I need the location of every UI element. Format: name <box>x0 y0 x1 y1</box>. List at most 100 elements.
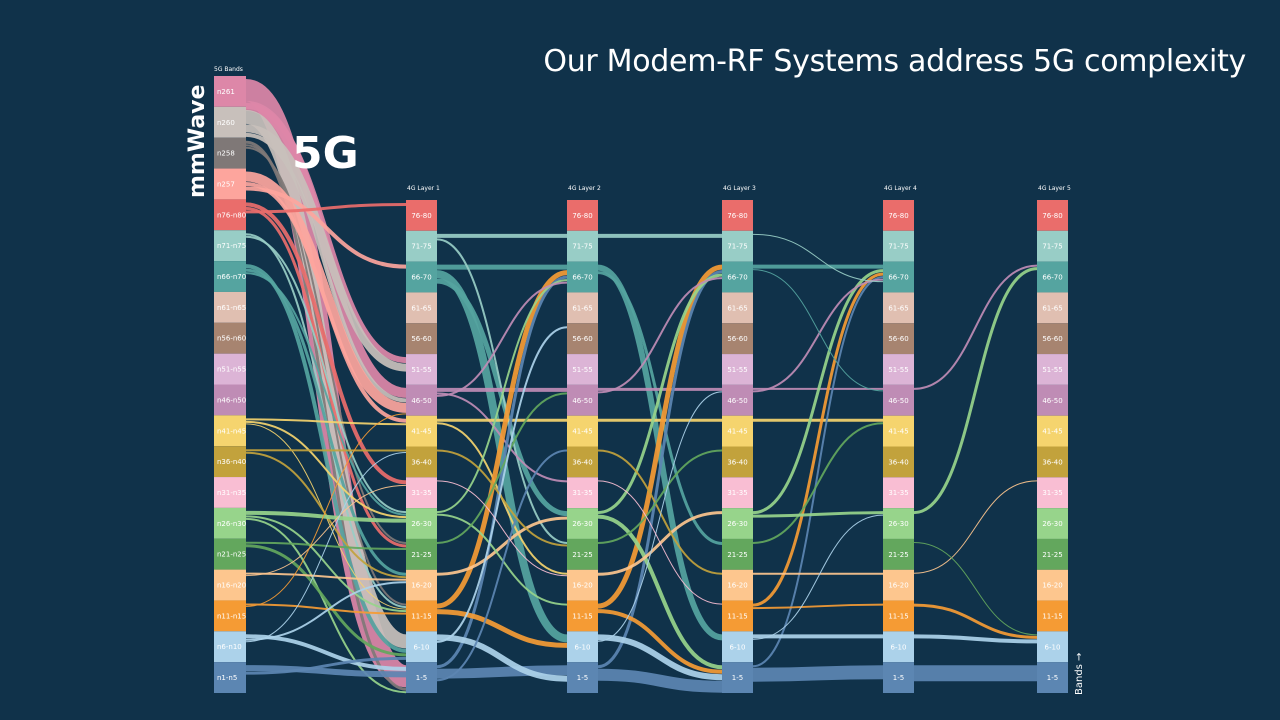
layer2-band-71-75 <box>567 230 598 262</box>
flow-layer4-to-layer5 <box>913 264 1038 390</box>
layer3-band-76-80 <box>722 200 753 231</box>
layer2-band-36-40 <box>567 446 598 478</box>
layer2-band-46-50 <box>567 384 598 416</box>
layer-band-label: 31-35 <box>1042 489 1062 497</box>
layer-band-label: 26-30 <box>572 520 592 528</box>
layer-band-label: 26-30 <box>727 520 747 528</box>
source-column-header: 5G Bands <box>214 66 243 73</box>
layer-header-5: 4G Layer 5 <box>1038 185 1071 192</box>
layer-band-label: 56-60 <box>727 335 747 343</box>
layer-band-label: 16-20 <box>727 582 747 590</box>
flow-5g-to-layer1 <box>245 572 407 581</box>
flow-5g-to-layer1 <box>245 544 407 657</box>
layer-band-label: 11-15 <box>411 612 431 620</box>
source-band-n21-n25 <box>214 538 246 570</box>
bands-axis-hint: Bands → <box>1074 653 1085 695</box>
source-band-n46-n50 <box>214 384 246 416</box>
flow-layer2-to-layer3 <box>597 264 723 641</box>
flow-5g-to-layer1 <box>245 235 407 514</box>
layer-band-label: 46-50 <box>1042 397 1062 405</box>
source-band-label: n11-n15 <box>217 612 246 620</box>
flow-5g-to-layer1 <box>245 202 407 485</box>
flow-5g-to-layer1 <box>245 182 407 423</box>
flow-layer1-to-layer2 <box>436 279 568 514</box>
flow-layer3-to-layer4 <box>752 278 884 393</box>
flow-layer2-to-layer3 <box>597 634 723 681</box>
source-band-label: n261 <box>217 88 235 96</box>
flow-layer2-to-layer3 <box>597 270 723 669</box>
layer1-band-36-40 <box>406 446 437 478</box>
layer-band-label: 66-70 <box>572 274 592 282</box>
layer2-band-21-25 <box>567 538 598 570</box>
layer3-band-71-75 <box>722 230 753 262</box>
layer4-band-31-35 <box>883 477 914 509</box>
layer-band-label: 76-80 <box>572 212 592 220</box>
source-band-label: n51-n55 <box>217 366 246 374</box>
source-band-label: n41-n45 <box>217 427 246 435</box>
flow-5g-to-layer1 <box>245 515 407 613</box>
layer-band-label: 66-70 <box>1042 274 1062 282</box>
layer4-band-11-15 <box>883 600 914 632</box>
layer1-band-26-30 <box>406 508 437 539</box>
source-band-label: n1-n5 <box>217 674 237 682</box>
layer-band-label: 61-65 <box>411 304 431 312</box>
flow-layer4-to-layer5 <box>913 603 1038 639</box>
layer-band-label: 11-15 <box>727 612 747 620</box>
layer-band-label: 71-75 <box>411 243 431 251</box>
source-band-label: n76-n80 <box>217 211 246 219</box>
source-band-label: n26-n30 <box>217 520 246 528</box>
layer-band-label: 21-25 <box>411 551 431 559</box>
layer5-band-76-80 <box>1037 200 1068 231</box>
source-band-n6-n10 <box>214 631 246 663</box>
layer-band-label: 51-55 <box>727 366 747 374</box>
layer-band-label: 6-10 <box>414 643 430 651</box>
layer-band-label: 1-5 <box>416 674 427 682</box>
source-band-n31-n35 <box>214 477 246 508</box>
source-band-n261 <box>214 76 246 107</box>
layer5-band-26-30 <box>1037 508 1068 539</box>
layer2-band-16-20 <box>567 569 598 601</box>
source-band-label: n21-n25 <box>217 551 246 559</box>
flow-layer3-to-layer4 <box>752 272 884 607</box>
flow-5g-to-layer1 <box>245 203 407 214</box>
layer-band-label: 61-65 <box>1042 304 1062 312</box>
layer4-band-71-75 <box>883 230 914 262</box>
layer-band-label: 51-55 <box>888 366 908 374</box>
flow-layer3-to-layer4 <box>752 233 884 283</box>
layer3-band-31-35 <box>722 477 753 509</box>
layer-band-label: 41-45 <box>888 428 908 436</box>
flow-layer2-to-layer3 <box>597 273 723 515</box>
layer2-band-66-70 <box>567 261 598 293</box>
layer2-band-51-55 <box>567 354 598 385</box>
layer-band-label: 1-5 <box>893 674 904 682</box>
layer5-band-46-50 <box>1037 384 1068 416</box>
layer-band-label: 56-60 <box>411 335 431 343</box>
source-band-n56-n60 <box>214 322 246 354</box>
layer-band-label: 31-35 <box>888 489 908 497</box>
layer1-band-1-5 <box>406 662 437 693</box>
layer-band-label: 21-25 <box>572 551 592 559</box>
band-columns: n261n260n258n257n76-n80n71-n75n66-n70n61… <box>214 76 1068 693</box>
layer5-band-61-65 <box>1037 292 1068 324</box>
layer4-band-36-40 <box>883 446 914 478</box>
flow-layer2-to-layer3 <box>597 449 723 544</box>
layer-band-label: 16-20 <box>411 582 431 590</box>
layer4-band-1-5 <box>883 662 914 693</box>
layer-band-label: 61-65 <box>888 304 908 312</box>
flow-5g-to-layer1 <box>245 186 407 269</box>
layer-band-label: 76-80 <box>411 212 431 220</box>
layer5-band-66-70 <box>1037 261 1068 293</box>
flow-layer2-to-layer3 <box>597 514 723 670</box>
layer-band-label: 6-10 <box>730 643 746 651</box>
flow-layer4-to-layer5 <box>913 267 1038 515</box>
source-band-n260 <box>214 106 246 138</box>
layer-band-label: 71-75 <box>1042 243 1062 251</box>
layer2-band-6-10 <box>567 631 598 663</box>
flow-layer3-to-layer4 <box>752 422 884 544</box>
layer-band-label: 16-20 <box>888 582 908 590</box>
flow-5g-to-layer1 <box>245 171 407 413</box>
flow-layer2-to-layer3 <box>597 480 723 605</box>
layer-band-label: 66-70 <box>727 274 747 282</box>
